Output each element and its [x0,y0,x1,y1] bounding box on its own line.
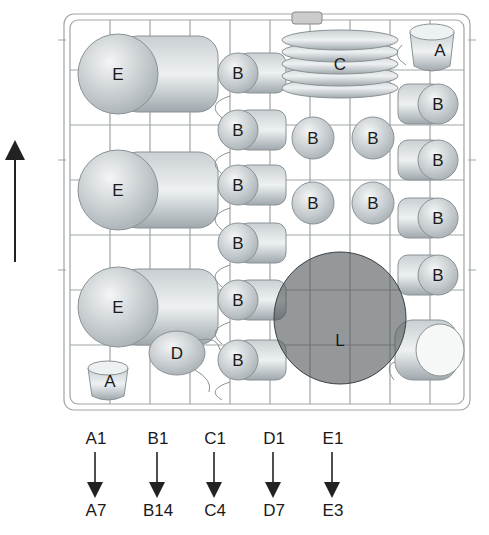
item-letter: B [232,292,243,309]
item-letter: D [171,345,183,362]
item-letter: B [432,152,443,169]
item-letter: B [307,195,318,212]
item-letter: C [334,56,346,73]
range-label: B1 [148,430,169,447]
range-label: B14 [143,502,173,519]
item-letter: B [232,65,243,82]
item-letter: L [335,332,344,349]
range-label: A1 [86,430,107,447]
item-letter: E [112,299,123,316]
item-letter: A [104,373,115,390]
range-label: A7 [86,502,107,519]
range-label: C4 [204,502,226,519]
item-letter: B [432,96,443,113]
item-letter: B [432,210,443,227]
range-label: D1 [263,430,285,447]
item-letter: E [112,182,123,199]
item-letter: B [232,122,243,139]
item-letter: A [434,42,445,59]
item-letter: B [232,177,243,194]
item-letter: B [432,267,443,284]
item-letter: E [112,66,123,83]
item-letter: B [367,195,378,212]
range-label: D7 [263,502,285,519]
range-label: C1 [204,430,226,447]
range-label: E3 [323,502,344,519]
item-letter: B [232,352,243,369]
item-letter: B [307,130,318,147]
item-letter: B [367,130,378,147]
range-label: E1 [323,430,344,447]
item-letter: B [232,235,243,252]
